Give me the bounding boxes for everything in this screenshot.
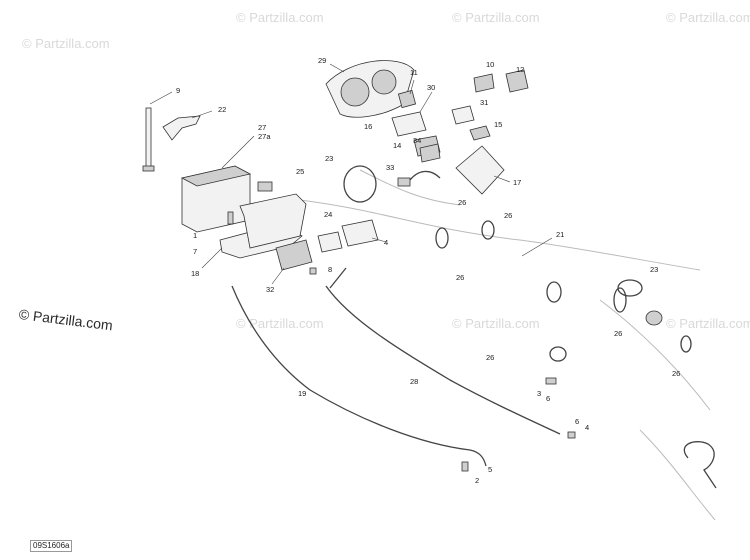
callout-25: 25	[296, 167, 304, 176]
callout-7: 7	[193, 247, 197, 256]
cable-end-28	[329, 267, 347, 289]
callout-24: 24	[324, 210, 332, 219]
callout-18: 18	[191, 269, 199, 278]
callout-28: 28	[410, 377, 418, 386]
leader-item-21	[521, 237, 553, 257]
callout-29: 29	[318, 56, 326, 65]
connector-items-33-34	[397, 143, 441, 187]
callout-23-top: 23	[325, 154, 333, 163]
callout-3: 3	[537, 389, 541, 398]
callout-26-a: 26	[458, 198, 466, 207]
callout-14: 14	[393, 141, 401, 150]
cable-item-19	[231, 285, 487, 467]
callout-27a: 27a	[258, 132, 271, 141]
diagram-code: 09S1606a	[30, 540, 73, 552]
strap-item-22	[162, 110, 213, 141]
callout-26-c: 26	[456, 273, 464, 282]
callout-33: 33	[386, 163, 394, 172]
lanyard-items-31-15-17	[451, 105, 511, 195]
watermark-5: © Partzilla.com	[236, 316, 324, 331]
callout-labels: 9 22 27 27a 1 7 18 25 29 11 30 16 14 10 …	[176, 56, 680, 485]
callout-4-bottom: 4	[585, 423, 589, 432]
callout-32: 32	[266, 285, 274, 294]
fuse-item-25	[257, 181, 273, 192]
callout-9: 9	[176, 86, 180, 95]
callout-19: 19	[298, 389, 306, 398]
callout-6-b: 6	[575, 417, 579, 426]
callout-15: 15	[494, 120, 502, 129]
watermark-7: © Partzilla.com	[666, 316, 750, 331]
faint-harness	[299, 169, 716, 521]
fuse-box-item-4	[341, 219, 387, 247]
callout-4-top: 4	[384, 238, 388, 247]
watermark-6: © Partzilla.com	[452, 316, 540, 331]
clamps-item-26	[435, 220, 692, 362]
watermark-2: © Partzilla.com	[236, 10, 324, 25]
battery-item-27	[180, 135, 255, 233]
cable-item-28	[325, 285, 561, 435]
callout-16: 16	[364, 122, 372, 131]
callout-10: 10	[486, 60, 494, 69]
callout-12: 12	[516, 65, 524, 74]
callout-26-d: 26	[614, 329, 622, 338]
callout-30: 30	[427, 83, 435, 92]
callout-22: 22	[218, 105, 226, 114]
sensor-items-10-12	[473, 69, 529, 93]
callout-21: 21	[556, 230, 564, 239]
callout-17: 17	[513, 178, 521, 187]
callout-23-right: 23	[650, 265, 658, 274]
switch-cluster	[391, 79, 441, 157]
connector-item-24	[317, 231, 343, 253]
callout-26-b: 26	[504, 211, 512, 220]
callout-5: 5	[488, 465, 492, 474]
hardware	[227, 211, 576, 472]
gauge-cluster-item-29	[325, 60, 415, 118]
watermark-1: © Partzilla.com	[22, 36, 110, 51]
callout-31: 31	[480, 98, 488, 107]
watermark-4: © Partzilla.com	[666, 10, 750, 25]
callout-2: 2	[475, 476, 479, 485]
callout-8: 8	[328, 265, 332, 274]
wire-ring-item-23	[343, 165, 377, 203]
watermark-3: © Partzilla.com	[452, 10, 540, 25]
cable-loop	[683, 441, 717, 489]
callout-27: 27	[258, 123, 266, 132]
battery-tray-item-18	[201, 193, 307, 269]
callout-6-a: 6	[546, 394, 550, 403]
callout-34: 34	[413, 136, 421, 145]
callout-1: 1	[193, 231, 197, 240]
callout-26-f: 26	[486, 353, 494, 362]
bolt-item-9	[142, 91, 173, 172]
callout-11: 11	[410, 68, 418, 77]
callout-26-e: 26	[672, 369, 680, 378]
regulator-item-32	[271, 239, 313, 285]
